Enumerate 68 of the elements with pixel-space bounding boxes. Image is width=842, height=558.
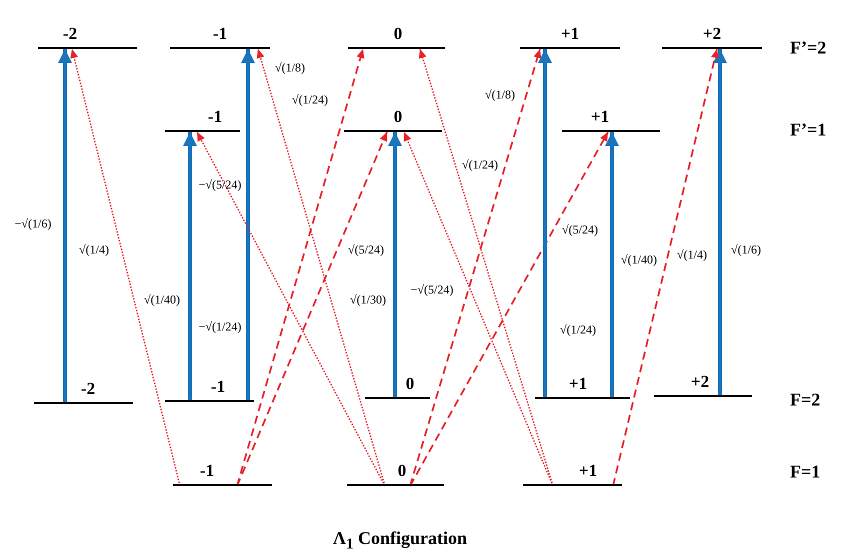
coefficient-label: √(1/8) xyxy=(485,88,515,102)
energy-level xyxy=(173,462,272,486)
coefficient-label: √(1/8) xyxy=(275,60,305,76)
sublevel-label: 0 xyxy=(406,375,414,392)
dotted-transition-arrow xyxy=(403,132,554,486)
transition-arrow xyxy=(183,132,197,402)
sublevel-label: +2 xyxy=(702,25,722,42)
dotted-transition-arrow xyxy=(196,132,386,486)
energy-level xyxy=(34,380,133,404)
dashed-transition-arrow xyxy=(409,48,542,486)
sublevel-label: -1 xyxy=(200,462,214,479)
energy-level xyxy=(348,25,445,49)
energy-level xyxy=(165,108,240,132)
energy-level xyxy=(165,378,254,402)
coefficient-label: −√(1/6) xyxy=(14,216,52,232)
sublevel-label: -1 xyxy=(208,108,222,125)
coefficient-label: √(1/24) xyxy=(560,322,596,338)
energy-level xyxy=(347,462,444,486)
sublevel-label: +1 xyxy=(578,462,598,479)
sublevel-label: +1 xyxy=(568,375,588,392)
coefficient-label: √(1/24) xyxy=(292,92,328,108)
hyperfine-level-label: F’=2 xyxy=(790,38,826,58)
coefficient-label: √(1/40) xyxy=(144,292,180,308)
hyperfine-level-label: F=2 xyxy=(790,390,820,410)
transition-arrow xyxy=(388,132,402,399)
transition-arrow xyxy=(713,49,727,397)
sublevel-label: 0 xyxy=(394,25,402,42)
sublevel-label: 0 xyxy=(398,462,406,479)
coefficient-label: √(1/40) xyxy=(621,252,657,268)
sublevel-label: -2 xyxy=(80,380,96,397)
dashed-transition-arrow xyxy=(236,132,388,486)
energy-level xyxy=(365,375,430,399)
coefficient-label: −√(5/24) xyxy=(410,282,454,298)
coefficient-label: √(1/24) xyxy=(462,158,498,172)
energy-level xyxy=(654,373,752,397)
transition-arrow xyxy=(605,132,619,399)
sublevel-label: +1 xyxy=(590,108,610,125)
dashed-transition-arrow xyxy=(236,48,364,486)
coefficient-label: √(1/30) xyxy=(350,292,386,308)
coefficient-label: √(1/4) xyxy=(79,242,109,258)
transition-arrow xyxy=(538,49,552,399)
coefficient-label: −√(5/24) xyxy=(198,178,242,192)
diagram-caption: Λ$_{1}$ Configuration xyxy=(333,528,467,554)
coefficient-label: √(1/4) xyxy=(677,248,707,262)
energy-level xyxy=(535,375,630,399)
transition-arrow xyxy=(241,49,255,402)
sublevel-label: 0 xyxy=(394,108,402,125)
energy-level xyxy=(523,462,622,486)
dashed-transition-arrow xyxy=(409,132,609,486)
energy-level xyxy=(344,108,442,132)
hyperfine-level-label: F’=1 xyxy=(790,120,826,140)
hyperfine-level-label: F=1 xyxy=(790,462,820,482)
sublevel-label: +2 xyxy=(690,373,710,390)
energy-level xyxy=(170,25,270,49)
transition-arrow xyxy=(58,49,72,404)
dashed-transition-arrow xyxy=(612,48,719,486)
sublevel-label: -2 xyxy=(62,25,78,42)
energy-level xyxy=(562,108,660,132)
energy-level xyxy=(38,25,137,49)
coefficient-label: √(5/24) xyxy=(348,242,384,258)
coefficient-label: √(5/24) xyxy=(562,222,598,238)
sublevel-label: -1 xyxy=(212,25,228,42)
energy-level xyxy=(662,25,762,49)
coefficient-label: √(1/6) xyxy=(731,242,761,258)
sublevel-label: -1 xyxy=(210,378,226,395)
energy-level xyxy=(520,25,620,49)
coefficient-label: −√(1/24) xyxy=(198,320,242,334)
sublevel-label: +1 xyxy=(560,25,580,42)
